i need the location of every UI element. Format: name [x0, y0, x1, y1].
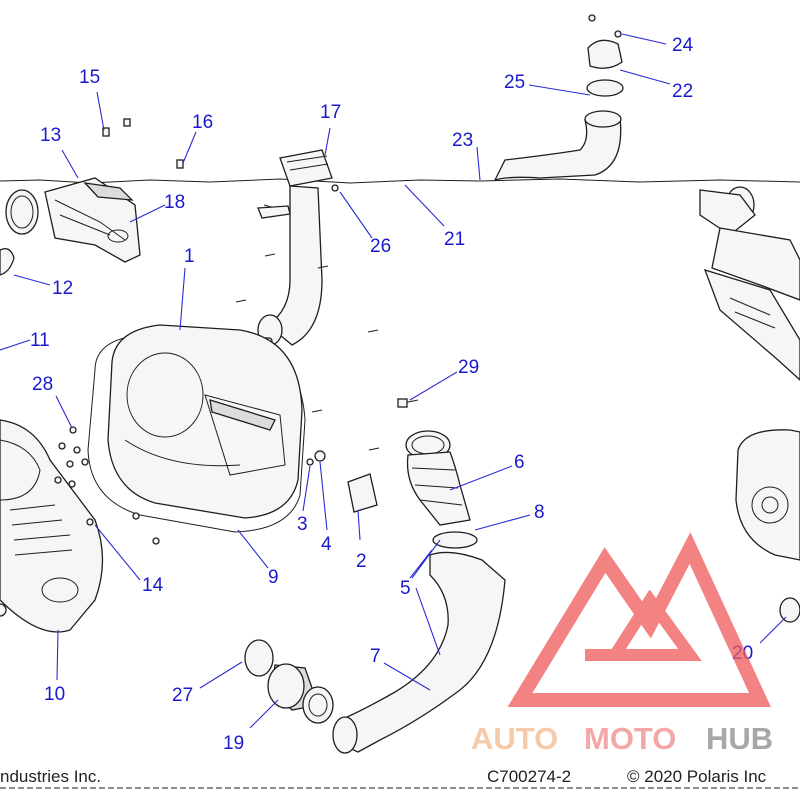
- part-number-22: 22: [672, 81, 693, 102]
- part-number-7: 7: [370, 646, 381, 667]
- clamp-part-26: [331, 184, 339, 192]
- automotohub-logo-icon: [507, 532, 771, 707]
- part-number-9: 9: [268, 567, 279, 588]
- nut-part-4: [314, 450, 326, 462]
- clamp-part-8: [432, 531, 478, 549]
- coupler-part-19: [244, 639, 334, 724]
- screw-part-15: [102, 118, 184, 169]
- part-number-17: 17: [320, 102, 341, 123]
- intake-duct-part-18: [5, 177, 141, 263]
- part-number-15: 15: [79, 67, 100, 88]
- footer-diagram-code: C700274-2: [487, 767, 571, 786]
- part-number-23: 23: [452, 130, 473, 151]
- automotohub-watermark: AUTO MOTO HUB: [471, 532, 773, 756]
- hose-part-7: [332, 551, 506, 754]
- part-number-25: 25: [504, 72, 525, 93]
- drive-cover-part-10: [0, 419, 104, 633]
- part-number-2: 2: [356, 551, 367, 572]
- washer-part-3: [306, 458, 314, 466]
- clutch-cover-part-1: [87, 324, 306, 533]
- watermark-moto: MOTO: [584, 721, 676, 756]
- part-number-19: 19: [223, 733, 244, 754]
- part-number-11: 11: [30, 330, 50, 351]
- sheet-tear-line: [0, 178, 800, 184]
- watermark-hub: HUB: [706, 721, 773, 756]
- part-number-27: 27: [172, 685, 193, 706]
- part-number-14: 14: [142, 575, 164, 596]
- part-number-5: 5: [400, 578, 411, 599]
- part-number-24: 24: [672, 35, 694, 56]
- label-plate-part-2: [347, 473, 378, 513]
- watermark-auto: AUTO: [471, 721, 558, 756]
- duct-piece-part-12: [0, 247, 15, 276]
- part-number-12: 12: [52, 278, 73, 299]
- intake-tube-part-23: [493, 14, 624, 182]
- elbow-duct-part-17: [257, 149, 333, 346]
- part-number-10: 10: [44, 684, 65, 705]
- part-number-labels: 1 2 3 4 5 6 7 8 9 10 11 12 13 14 15 16 1…: [30, 35, 753, 754]
- part-number-8: 8: [534, 502, 545, 523]
- bolt-head-part-29: [397, 398, 408, 408]
- part-number-16: 16: [192, 112, 213, 133]
- part-number-21: 21: [444, 229, 465, 250]
- part-number-18: 18: [164, 192, 185, 213]
- part-number-4: 4: [321, 534, 332, 555]
- bolt-cluster-part-28: [54, 426, 160, 545]
- part-number-3: 3: [297, 514, 308, 535]
- leader-lines: [0, 33, 787, 729]
- part-number-28: 28: [32, 374, 53, 395]
- part-number-1: 1: [184, 246, 195, 267]
- part-number-29: 29: [458, 357, 479, 378]
- right-side-assembly: [699, 186, 800, 623]
- part-number-26: 26: [370, 236, 391, 257]
- footer-company: ndustries Inc.: [0, 767, 101, 786]
- intake-boot-part-6: [405, 430, 471, 526]
- part-number-13: 13: [40, 125, 61, 146]
- part-number-6: 6: [514, 452, 525, 473]
- footer-copyright: © 2020 Polaris Inc: [627, 767, 767, 786]
